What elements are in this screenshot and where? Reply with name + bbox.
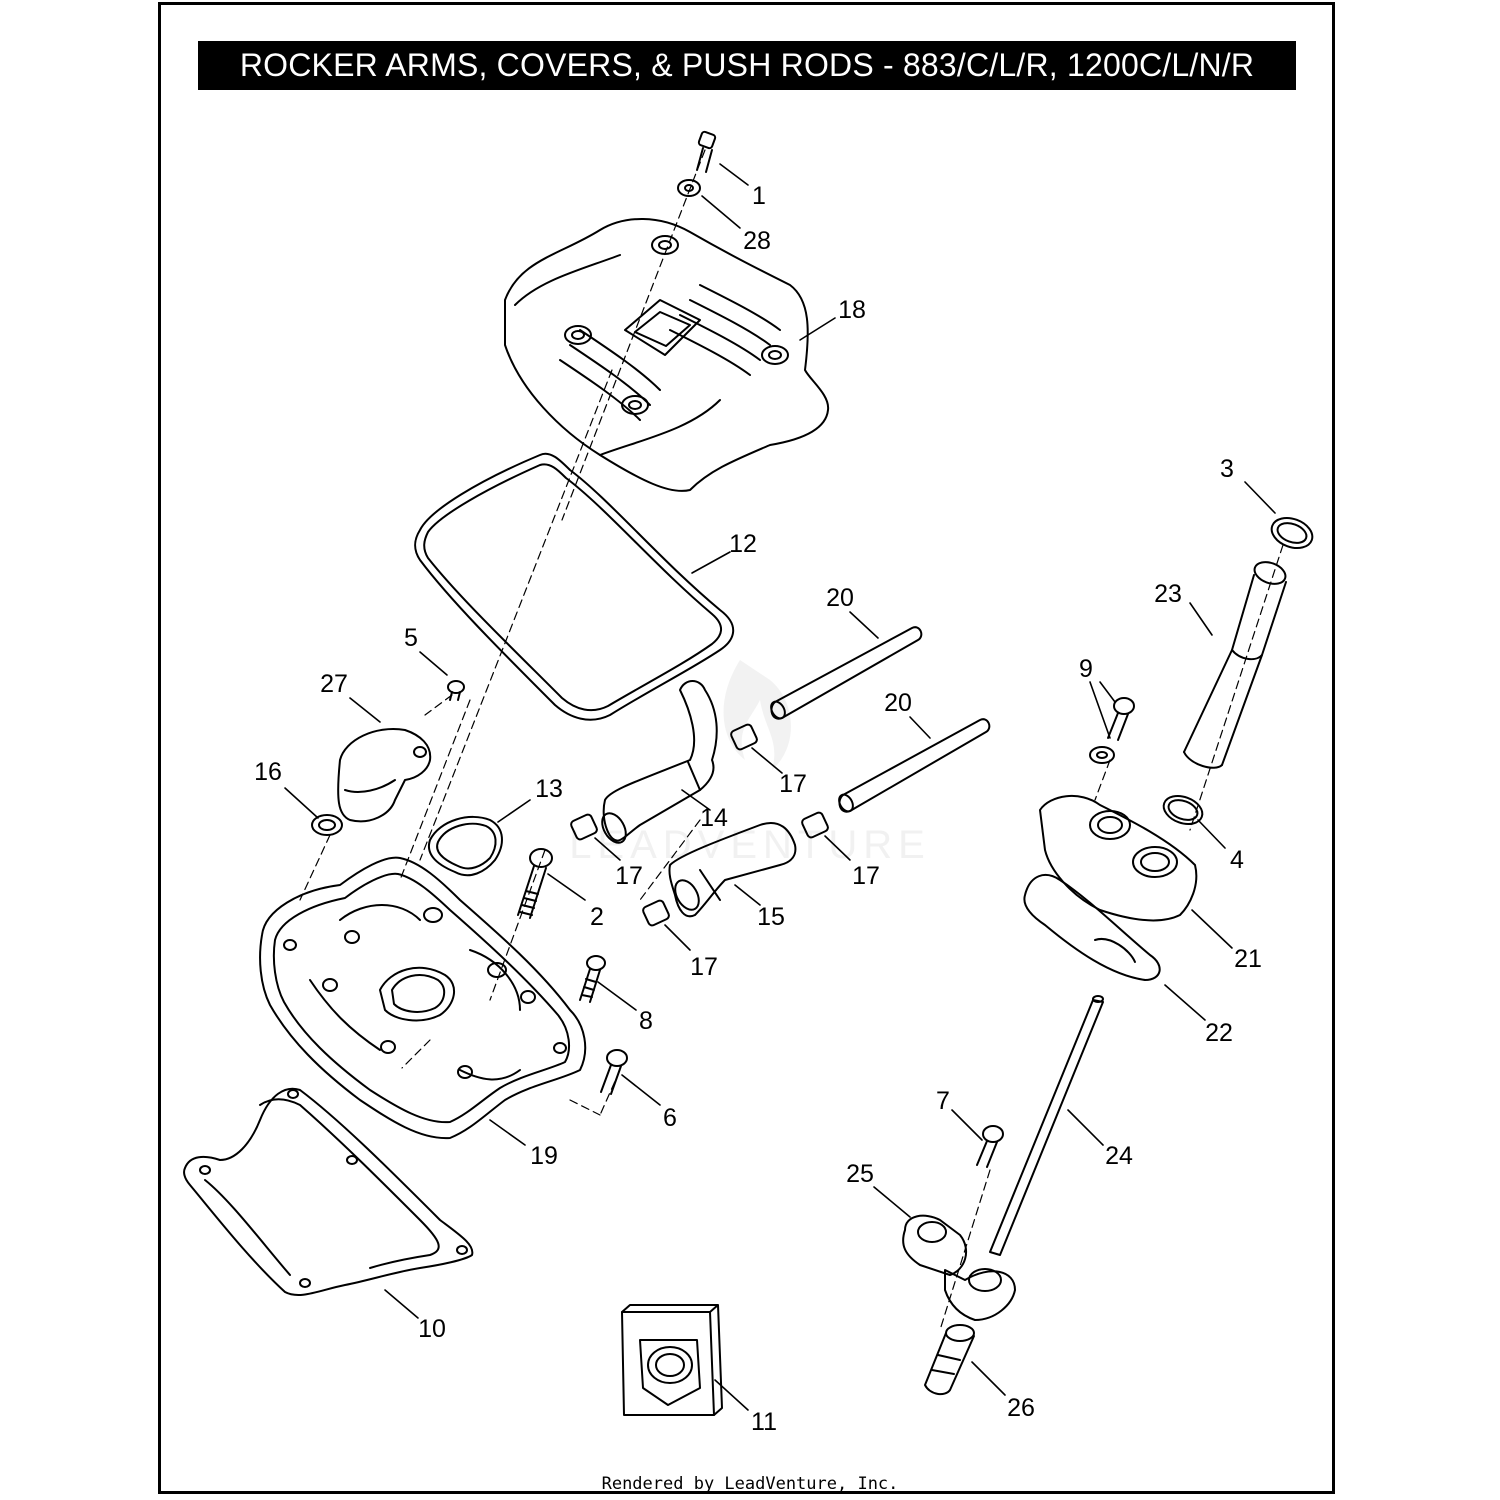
parts-drawing: [183, 130, 1314, 1416]
callout-13: 13: [535, 775, 563, 803]
callout-6: 6: [663, 1104, 677, 1132]
part-9-bolt-washer: [1089, 697, 1135, 764]
part-25-anti-rotation-device: [902, 1214, 1016, 1321]
callout-20-lower: 20: [884, 689, 912, 717]
callout-11: 11: [751, 1408, 777, 1436]
callout-1: 1: [752, 182, 766, 210]
callout-17-c: 17: [852, 862, 880, 890]
part-4-o-ring: [1162, 794, 1204, 826]
part-17-bushing-c: [801, 811, 829, 839]
callout-14: 14: [700, 804, 728, 832]
callout-4: 4: [1230, 846, 1244, 874]
part-8-screw: [579, 955, 606, 1003]
callout-10: 10: [418, 1315, 446, 1343]
callout-23: 23: [1154, 580, 1182, 608]
part-11-genuine-parts-kit: [621, 1304, 723, 1416]
title-bar: ROCKER ARMS, COVERS, & PUSH RODS - 883/C…: [198, 41, 1296, 90]
part-17-bushing-d: [642, 899, 670, 927]
callout-8: 8: [639, 1007, 653, 1035]
part-10-gasket: [183, 1087, 474, 1296]
part-12-gasket: [414, 452, 735, 721]
callout-9: 9: [1079, 655, 1093, 683]
callout-17-d: 17: [690, 953, 718, 981]
callout-3: 3: [1220, 455, 1234, 483]
callout-28: 28: [743, 227, 771, 255]
leader-lines: [284, 163, 1276, 1411]
part-16-plug: [311, 814, 343, 836]
callout-24: 24: [1105, 1142, 1133, 1170]
footer-credit: Rendered by LeadVenture, Inc.: [601, 1474, 899, 1494]
part-2-bolt: [517, 848, 553, 919]
diagram-title: ROCKER ARMS, COVERS, & PUSH RODS - 883/C…: [239, 47, 1255, 83]
part-15-rocker-arm: [668, 822, 797, 918]
alignment-lines: [299, 149, 1284, 1331]
callout-labels: 1 28 18 3 12 23 20 5 9 27 20 16 17 13 14…: [254, 182, 1262, 1436]
callout-7: 7: [936, 1087, 950, 1115]
part-20-push-rod-upper: [770, 626, 923, 720]
callout-20-upper: 20: [826, 584, 854, 612]
callout-26: 26: [1007, 1394, 1035, 1422]
callout-27: 27: [320, 670, 348, 698]
part-20-push-rod-lower: [838, 718, 991, 813]
part-17-bushing-b: [570, 813, 598, 841]
callout-5: 5: [404, 624, 418, 652]
callout-12: 12: [729, 530, 757, 558]
callout-16: 16: [254, 758, 282, 786]
diagram-frame: [158, 2, 1335, 1494]
callout-17-b: 17: [615, 862, 643, 890]
part-13-gasket: [427, 815, 503, 877]
part-27-breather-cover: [337, 728, 432, 823]
part-22-gasket: [1023, 874, 1161, 981]
part-14-rocker-arm: [601, 680, 718, 844]
callout-25: 25: [846, 1160, 874, 1188]
part-28-washer: [677, 179, 701, 197]
part-6-screw: [600, 1049, 628, 1095]
watermark: LEADVENTURE: [569, 660, 925, 867]
part-17-bushing-a: [730, 723, 758, 751]
callout-22: 22: [1205, 1019, 1233, 1047]
callout-2: 2: [590, 903, 604, 931]
part-21-tube-base: [1039, 794, 1198, 922]
part-24-push-rod: [989, 995, 1104, 1256]
part-3-o-ring: [1270, 517, 1314, 549]
callout-19: 19: [530, 1142, 558, 1170]
callout-15: 15: [757, 903, 785, 931]
callout-17-a: 17: [779, 770, 807, 798]
part-7-screw: [976, 1125, 1004, 1168]
part-26-hydraulic-lifter: [924, 1324, 975, 1396]
part-5-screw: [447, 680, 465, 701]
part-18-rocker-cover: [504, 218, 830, 492]
callout-18: 18: [838, 296, 866, 324]
part-1-screw: [696, 130, 717, 173]
part-19-rocker-housing: [259, 856, 587, 1140]
part-23-push-rod-tube: [1183, 561, 1287, 769]
callout-21: 21: [1234, 945, 1262, 973]
